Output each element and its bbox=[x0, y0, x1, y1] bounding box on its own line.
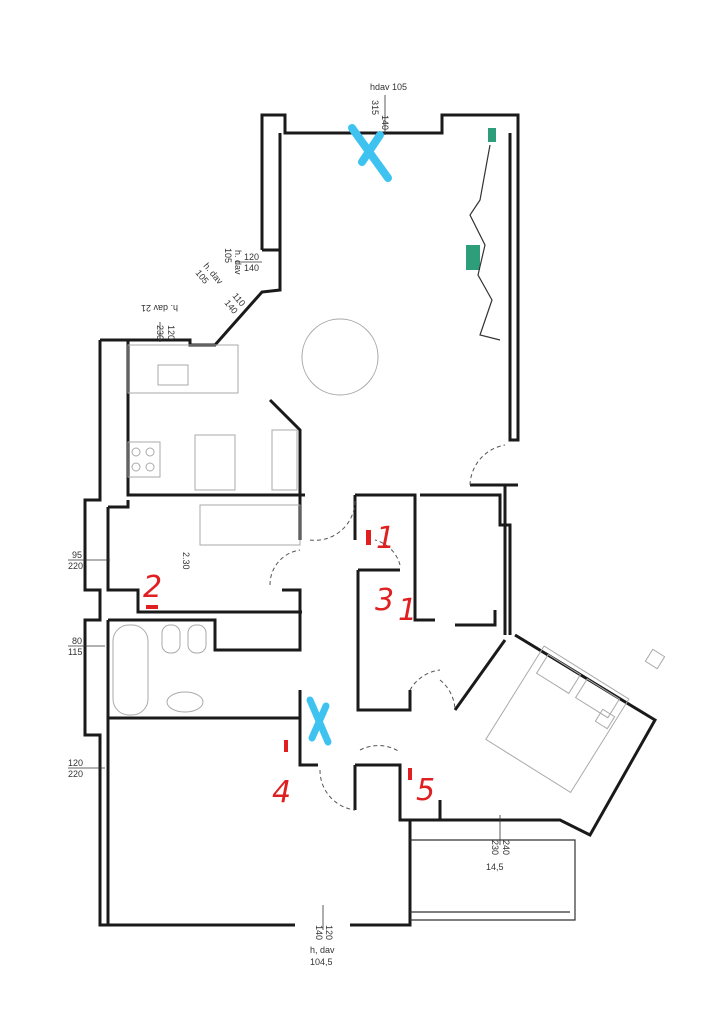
freehand-line bbox=[469, 144, 501, 341]
dim-text: 14,5 bbox=[486, 862, 504, 872]
red-mark bbox=[284, 740, 288, 752]
green-mark bbox=[466, 245, 480, 270]
furniture bbox=[112, 318, 666, 794]
closet bbox=[199, 504, 301, 546]
kitchen-cabinet bbox=[271, 429, 298, 491]
room-label-4: 4 bbox=[272, 775, 291, 810]
dim-text: 105 bbox=[223, 248, 233, 263]
dimension-labels: hdav 105 140 315 120 140 h. dav 105 110 … bbox=[68, 82, 511, 967]
dim-text: h. dav 21 bbox=[141, 303, 178, 313]
top-window-label: hdav 105 bbox=[370, 82, 407, 92]
dim-text: 230 bbox=[490, 840, 500, 855]
bed bbox=[485, 645, 630, 794]
dim-text: 80 bbox=[72, 636, 82, 646]
bidet bbox=[187, 624, 207, 654]
dim-text: h. dav bbox=[233, 250, 243, 275]
dim-text: h, dav bbox=[310, 945, 335, 955]
nightstand bbox=[594, 708, 616, 730]
blue-x-mark-top bbox=[348, 124, 392, 182]
kitchen-counter bbox=[127, 344, 239, 394]
kitchen-island bbox=[194, 434, 236, 491]
nightstand bbox=[644, 648, 666, 670]
dim-text: 220 bbox=[68, 561, 83, 571]
dim-text: 104,5 bbox=[310, 957, 333, 967]
dim-text: 230 bbox=[155, 325, 165, 340]
toilet bbox=[161, 624, 181, 654]
dim-text: 120 bbox=[166, 325, 176, 340]
hand-annotations: 1 2 3 1 4 5 bbox=[143, 124, 501, 810]
room-label-1: 1 bbox=[376, 521, 395, 556]
kitchen-sink bbox=[157, 364, 189, 386]
room-label-3: 3 bbox=[375, 583, 394, 618]
walls bbox=[83, 113, 658, 927]
bathtub bbox=[112, 624, 149, 716]
washbasin bbox=[166, 691, 204, 713]
dim-text: 95 bbox=[72, 550, 82, 560]
dim-text: 140 bbox=[380, 115, 390, 130]
doors bbox=[269, 444, 506, 811]
dim-text: 115 bbox=[68, 647, 82, 657]
room-label-5: 5 bbox=[416, 773, 435, 808]
red-mark bbox=[408, 768, 412, 780]
dim-text: 140 bbox=[314, 925, 324, 940]
dim-text: 120 bbox=[244, 252, 259, 262]
red-mark bbox=[366, 530, 371, 545]
room-label-2: 2 bbox=[143, 570, 162, 605]
dim-text: 120 bbox=[68, 758, 83, 768]
dim-text: 315 bbox=[370, 100, 380, 115]
dim-text: 140 bbox=[244, 263, 259, 273]
red-mark bbox=[146, 605, 158, 609]
dim-text: 220 bbox=[68, 769, 83, 779]
dim-text: 120 bbox=[324, 925, 334, 940]
dim-text: 2.30 bbox=[181, 552, 191, 570]
dining-table bbox=[301, 318, 379, 396]
dim-text: 240 bbox=[501, 840, 511, 855]
room-label-3b: 1 bbox=[398, 593, 417, 628]
blue-x-mark-hall bbox=[306, 696, 332, 746]
cooktop bbox=[127, 441, 161, 478]
green-mark bbox=[488, 128, 496, 142]
